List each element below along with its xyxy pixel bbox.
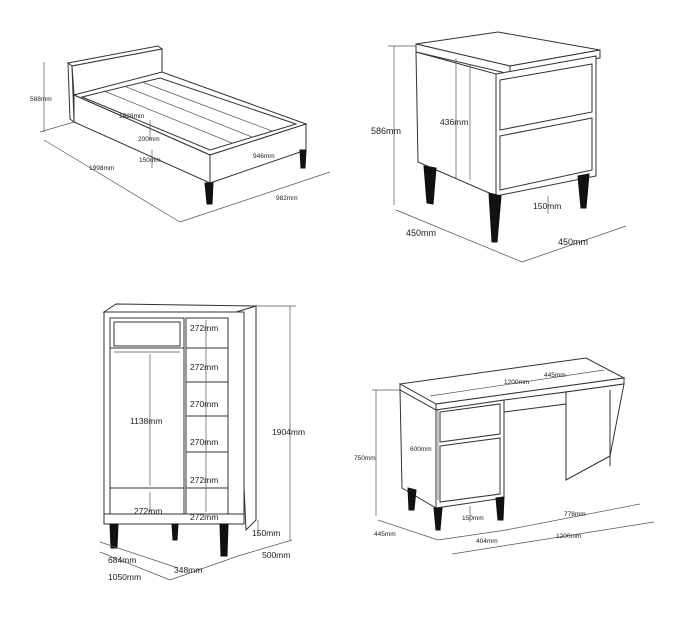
wardrobe-height-label: 1904mm bbox=[272, 427, 305, 437]
wardrobe-hanging-height-label: 1138mm bbox=[130, 416, 162, 426]
bed-leg bbox=[299, 149, 307, 169]
wardrobe-width-dimline bbox=[99, 551, 171, 581]
desk-drawer-height-label: 600mm bbox=[410, 446, 432, 453]
desk-drawer-bottom bbox=[439, 437, 501, 503]
bed-ext-line bbox=[39, 121, 75, 133]
wardrobe-bottom-shelf-label: 272mm bbox=[134, 506, 162, 516]
desk-right-panel bbox=[565, 383, 625, 481]
wardrobe-shelf-2-label: 272mm bbox=[190, 362, 218, 372]
wardrobe-shelf-1-label: 272mm bbox=[190, 323, 218, 333]
nightstand-depth-dimline bbox=[395, 209, 523, 263]
desk-opening-width-label: 778mm bbox=[564, 511, 586, 518]
wardrobe-leg-height-label: 150mm bbox=[252, 528, 280, 538]
wardrobe-inner-width-dimline bbox=[99, 541, 179, 569]
wardrobe-right-dimline bbox=[169, 555, 239, 581]
desk-cabinet-width-label: 404mm bbox=[476, 538, 498, 545]
desk-leg bbox=[433, 507, 443, 531]
bed-leg-height-label: 150mm bbox=[139, 157, 161, 164]
wardrobe-shelf-5-label: 272mm bbox=[190, 475, 218, 485]
nightstand-drawer-bottom bbox=[499, 117, 593, 191]
bed-height-label: 588mm bbox=[30, 96, 52, 103]
wardrobe-leg bbox=[171, 523, 179, 541]
bed-slat bbox=[123, 85, 253, 138]
bed-inner-width-label: 200mm bbox=[138, 136, 160, 143]
bed-drawing bbox=[39, 45, 331, 223]
desk-top-length-label: 1200mm bbox=[504, 379, 529, 386]
wardrobe-inner-width-label: 684mm bbox=[108, 555, 136, 565]
bed-inner-length-label: 1928mm bbox=[119, 113, 144, 120]
wardrobe-shelf-4-label: 270mm bbox=[190, 437, 218, 447]
nightstand-width-label: 450mm bbox=[558, 237, 588, 247]
bed-width-label: 982mm bbox=[276, 195, 298, 202]
wardrobe-base bbox=[103, 513, 245, 525]
nightstand-drawing bbox=[388, 31, 627, 263]
bed-slat bbox=[141, 81, 273, 132]
desk-top-depth-label: 445mm bbox=[544, 372, 566, 379]
wardrobe-width-label: 1050mm bbox=[108, 572, 141, 582]
wardrobe-left-top-shelf bbox=[113, 321, 181, 347]
nightstand-leg bbox=[488, 192, 502, 243]
desk-leg-height-label: 150mm bbox=[462, 515, 484, 522]
nightstand-depth-label: 450mm bbox=[406, 228, 436, 238]
nightstand-leg bbox=[577, 173, 590, 209]
wardrobe-top bbox=[102, 303, 258, 313]
bed-leg bbox=[204, 182, 214, 205]
nightstand-leg-height-label: 150mm bbox=[533, 201, 561, 211]
wardrobe-leg bbox=[109, 523, 119, 549]
nightstand-drawer-top bbox=[499, 63, 593, 131]
wardrobe-leg bbox=[219, 523, 229, 557]
bed-length-dimline bbox=[43, 139, 181, 223]
desk-leg bbox=[407, 487, 417, 511]
desk-leg bbox=[495, 496, 505, 521]
wardrobe-drawing bbox=[99, 303, 296, 581]
wardrobe-depth-label: 500mm bbox=[262, 550, 290, 560]
desk-drawing bbox=[372, 357, 655, 555]
nightstand-leg bbox=[423, 165, 437, 205]
bed-width-dimline bbox=[179, 171, 331, 223]
desk-depth-label: 445mm bbox=[374, 531, 396, 538]
nightstand-height-label: 586mm bbox=[371, 126, 401, 136]
desk-cabinet-dimline bbox=[437, 529, 507, 541]
wardrobe-depth-dimline bbox=[237, 539, 293, 557]
wardrobe-shelf-3-label: 270mm bbox=[190, 399, 218, 409]
bed-frame-inner bbox=[80, 77, 298, 151]
desk-top-length-dimline bbox=[429, 369, 605, 397]
wardrobe-shelf-6-label: 272mm bbox=[190, 512, 218, 522]
nightstand-drawer-height-label: 436mm bbox=[440, 117, 468, 127]
wardrobe-right-width-label: 348mm bbox=[174, 565, 202, 575]
bed-length-label: 1998mm bbox=[89, 165, 114, 172]
wardrobe-front bbox=[103, 311, 245, 523]
desk-drawer-top bbox=[439, 403, 501, 443]
desk-height-label: 750mm bbox=[354, 455, 376, 462]
desk-width-label: 1200mm bbox=[556, 533, 581, 540]
desk-opening-dimline bbox=[505, 503, 641, 531]
bed-slat bbox=[103, 90, 233, 144]
desk-width-dimline bbox=[451, 521, 655, 555]
bed-slat-width-label: 946mm bbox=[253, 153, 275, 160]
desk-depth-dimline bbox=[377, 519, 439, 541]
nightstand-width-dimline bbox=[521, 225, 627, 263]
